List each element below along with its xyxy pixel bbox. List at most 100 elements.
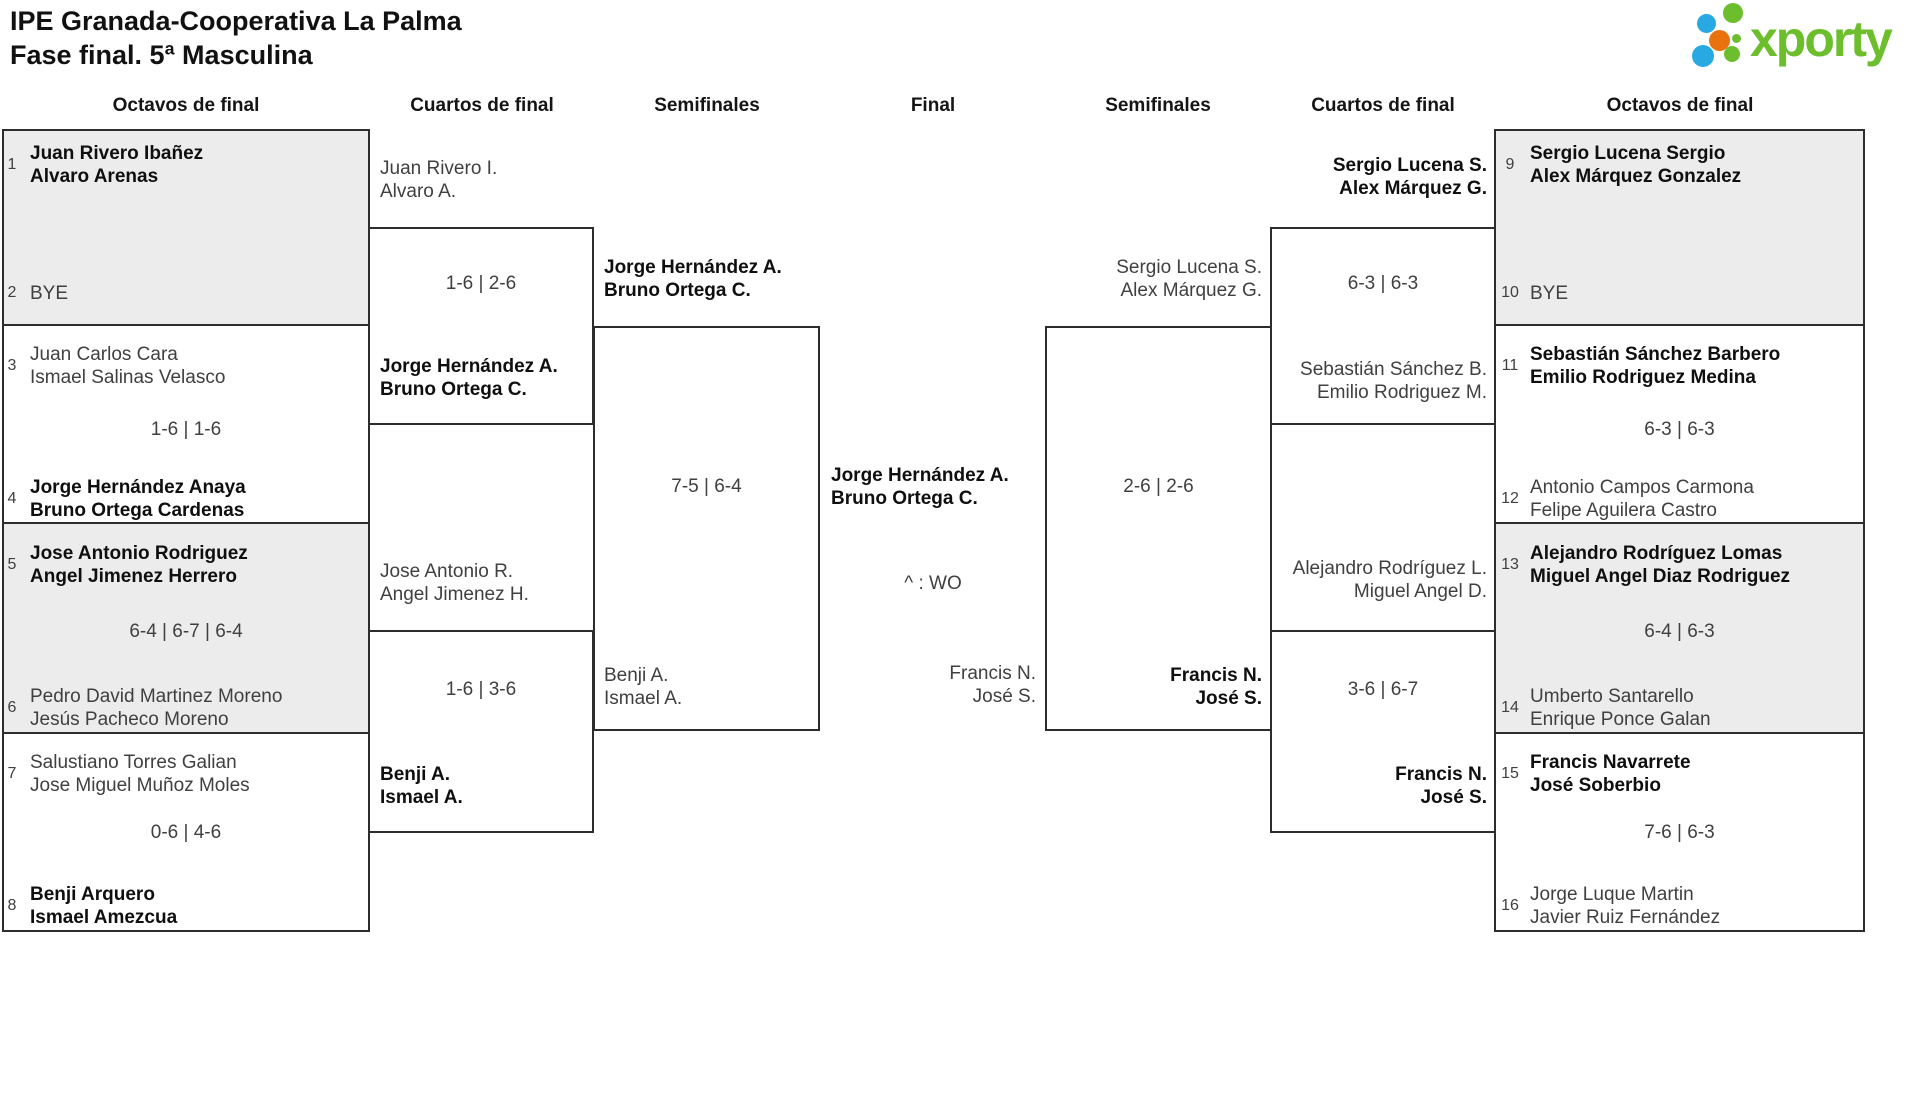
seed-number: 15 [1501, 765, 1519, 782]
team-name[interactable]: Ismael A. [604, 688, 683, 709]
team-name[interactable]: Bruno Ortega C. [604, 280, 751, 301]
team-name[interactable]: Benji A. [604, 665, 669, 686]
logo-dot-green-medium-icon [1724, 46, 1740, 62]
team-name[interactable]: Juan Rivero I. [380, 158, 498, 179]
team-name[interactable]: Alejandro Rodríguez Lomas [1530, 543, 1783, 564]
team-name[interactable]: Antonio Campos Carmona [1530, 477, 1754, 498]
seed-number: 13 [1501, 556, 1519, 573]
team-name[interactable]: Sebastián Sánchez Barbero [1530, 344, 1781, 365]
seed-number: 6 [7, 699, 17, 716]
team-name[interactable]: Alvaro Arenas [30, 166, 159, 187]
team-name[interactable]: Ismael Salinas Velasco [30, 367, 226, 388]
team-name[interactable]: Alvaro A. [380, 181, 457, 202]
match-score: 0-6 | 4-6 [150, 822, 222, 843]
team-name-bye: BYE [1530, 283, 1569, 304]
team-name[interactable]: Jose Miguel Muñoz Moles [30, 775, 250, 796]
runner-up-team-name[interactable]: Francis N. [949, 663, 1036, 684]
team-name[interactable]: Angel Jimenez Herrero [30, 566, 237, 587]
match-score: 3-6 | 6-7 [1347, 679, 1419, 700]
team-name[interactable]: José S. [1195, 688, 1262, 709]
round-header-qf-left: Cuartos de final [410, 95, 554, 116]
tournament-subtitle: Fase final. 5ª Masculina [10, 40, 313, 70]
team-name[interactable]: Jose Antonio R. [380, 561, 514, 582]
match-score: 6-4 | 6-3 [1644, 621, 1715, 642]
team-name[interactable]: Jorge Hernández A. [380, 356, 558, 377]
team-name[interactable]: Javier Ruiz Fernández [1530, 907, 1721, 928]
round-header-sf-left: Semifinales [654, 95, 760, 116]
match-score: 2-6 | 2-6 [1123, 476, 1194, 497]
round-header-r16-left: Octavos de final [112, 95, 260, 116]
team-name[interactable]: Jorge Hernández A. [604, 257, 782, 278]
seed-number: 2 [7, 284, 17, 301]
match-score: 1-6 | 2-6 [445, 273, 517, 294]
logo-dot-green-small-icon [1732, 34, 1741, 43]
team-name[interactable]: Jose Antonio Rodriguez [30, 543, 248, 564]
team-name[interactable]: Jorge Hernández Anaya [30, 477, 246, 498]
team-name[interactable]: Francis N. [1395, 764, 1487, 785]
team-name[interactable]: Miguel Angel D. [1353, 581, 1487, 602]
team-name[interactable]: Juan Rivero Ibañez [30, 143, 204, 164]
round-header-final: Final [910, 95, 956, 116]
team-name[interactable]: Sergio Lucena S. [1332, 155, 1487, 176]
team-name[interactable]: Umberto Santarello [1530, 686, 1694, 707]
seed-number: 11 [1501, 357, 1519, 374]
team-name[interactable]: Alex Márquez Gonzalez [1530, 166, 1742, 187]
team-name[interactable]: Bruno Ortega Cardenas [30, 500, 245, 521]
team-name[interactable]: Francis N. [1170, 665, 1262, 686]
champion-team-name[interactable]: Jorge Hernández A. [831, 465, 1009, 486]
round-header-r16-right: Octavos de final [1606, 95, 1754, 116]
team-name[interactable]: Emilio Rodriguez M. [1317, 382, 1487, 403]
seed-number: 8 [7, 897, 17, 914]
seed-number: 16 [1501, 897, 1519, 914]
match-score: 6-3 | 6-3 [1644, 419, 1715, 440]
team-name[interactable]: Salustiano Torres Galian [30, 752, 237, 773]
team-name[interactable]: Ismael A. [380, 787, 463, 808]
team-name[interactable]: Sebastián Sánchez B. [1300, 359, 1487, 380]
match-score: 6-4 | 6-7 | 6-4 [129, 621, 243, 642]
logo-dot-green-icon [1723, 3, 1743, 23]
team-name[interactable]: Benji A. [380, 764, 451, 785]
team-name[interactable]: Sergio Lucena Sergio [1530, 143, 1726, 164]
team-name[interactable]: Emilio Rodriguez Medina [1530, 367, 1756, 388]
team-name[interactable]: Juan Carlos Cara [30, 344, 178, 365]
seed-number: 4 [7, 490, 17, 507]
match-score: 1-6 | 3-6 [445, 679, 517, 700]
champion-team-name[interactable]: Bruno Ortega C. [831, 488, 978, 509]
team-name[interactable]: Pedro David Martinez Moreno [30, 686, 283, 707]
seed-number: 10 [1501, 284, 1519, 301]
team-name[interactable]: Francis Navarrete [1530, 752, 1691, 773]
match-box-sf-left [593, 326, 820, 731]
logo-text: xporty [1750, 11, 1893, 67]
team-name[interactable]: Miguel Angel Diaz Rodriguez [1530, 566, 1791, 587]
match-score: 7-5 | 6-4 [671, 476, 742, 497]
match-box-r16-r4 [1494, 732, 1865, 932]
team-name[interactable]: Felipe Aguilera Castro [1530, 500, 1717, 521]
team-name[interactable]: José Soberbio [1530, 775, 1661, 796]
seed-number: 5 [7, 556, 17, 573]
team-name[interactable]: Enrique Ponce Galan [1530, 709, 1711, 730]
team-name[interactable]: Benji Arquero [30, 884, 155, 905]
match-box-qf-l2 [368, 630, 594, 833]
logo-dot-orange-icon [1709, 30, 1730, 51]
team-name[interactable]: Alejandro Rodríguez L. [1292, 558, 1487, 579]
team-name[interactable]: Jesús Pacheco Moreno [30, 709, 229, 730]
team-name[interactable]: José S. [1420, 787, 1487, 808]
team-name[interactable]: Alex Márquez G. [1120, 280, 1263, 301]
runner-up-team-name[interactable]: José S. [972, 686, 1036, 707]
match-box-r16-r1 [1494, 129, 1865, 326]
match-score: 6-3 | 6-3 [1347, 273, 1419, 294]
team-name[interactable]: Ismael Amezcua [30, 907, 178, 928]
team-name[interactable]: Angel Jimenez H. [380, 584, 529, 605]
team-name[interactable]: Jorge Luque Martin [1530, 884, 1694, 905]
match-box-sf-right [1045, 326, 1272, 731]
match-box-r16-r3 [1494, 522, 1865, 734]
team-name-bye: BYE [30, 283, 69, 304]
seed-number: 1 [7, 156, 17, 173]
logo-dot-blue-icon [1697, 14, 1716, 33]
team-name[interactable]: Sergio Lucena S. [1116, 257, 1262, 278]
team-name[interactable]: Alex Márquez G. [1339, 178, 1487, 199]
team-name[interactable]: Bruno Ortega C. [380, 379, 527, 400]
match-score: 7-6 | 6-3 [1644, 822, 1715, 843]
tournament-title: IPE Granada-Cooperativa La Palma [10, 6, 462, 36]
